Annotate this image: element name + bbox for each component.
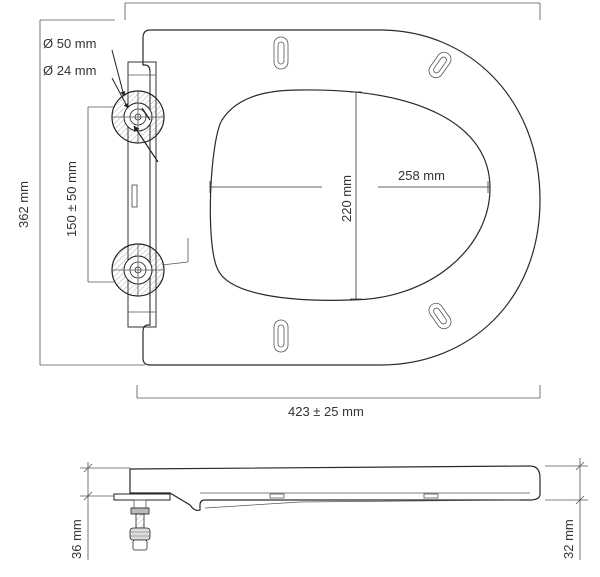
side-seat-outline (129, 465, 541, 512)
label-seat-height: 32 mm (561, 519, 576, 559)
label-hinge-height: 36 mm (69, 519, 84, 559)
seat-opening (209, 89, 491, 301)
dim-top-extension (124, 2, 541, 20)
label-total-length: 362 mm (16, 181, 31, 228)
label-total-width: 423 ± 25 mm (288, 404, 364, 419)
label-hole-outer: Ø 50 mm (43, 36, 96, 51)
label-hinge-spacing: 150 ± 50 mm (64, 161, 79, 237)
bumper-slots (273, 36, 452, 353)
dim-hinge-height (80, 462, 130, 560)
label-opening-width: 258 mm (398, 168, 445, 183)
dim-total-length (39, 19, 145, 366)
dim-seat-height (545, 458, 588, 560)
side-view: 36 mm 32 mm (69, 458, 588, 560)
hole-leaders (111, 49, 189, 266)
dim-hinge-spacing (87, 106, 115, 283)
top-view: Ø 50 mm Ø 24 mm 362 mm 150 ± 50 mm 220 m… (16, 2, 541, 419)
hinge-plate (127, 61, 157, 328)
hinge-top (111, 90, 165, 144)
dim-total-width (136, 385, 541, 399)
dim-opening-width (209, 181, 490, 193)
label-hole-inner: Ø 24 mm (43, 63, 96, 78)
seat-outline (142, 29, 541, 366)
side-hinge-bolt (129, 499, 151, 551)
dim-opening-length (350, 91, 362, 300)
side-hinge-plate (113, 493, 171, 501)
label-opening-length: 220 mm (339, 175, 354, 222)
hinge-bottom (111, 243, 165, 297)
